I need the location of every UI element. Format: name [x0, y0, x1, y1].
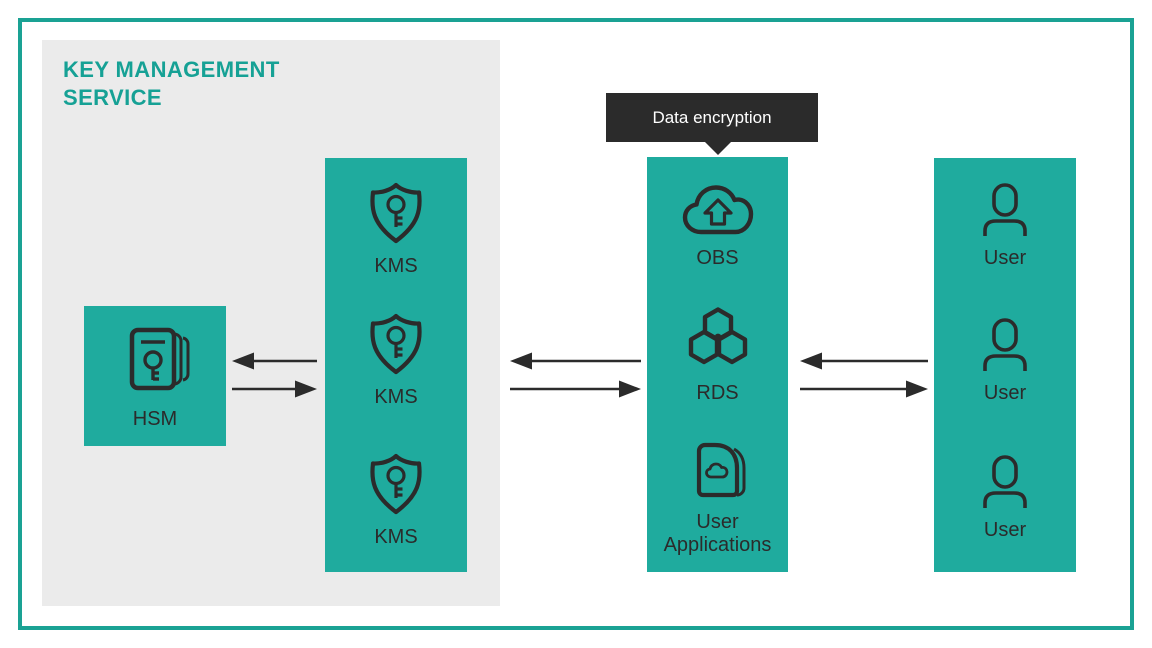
data-encryption-label: Data encryption	[652, 107, 772, 127]
arrow-right-icon	[800, 380, 928, 398]
callout-pointer-icon	[705, 142, 731, 155]
document-cloud-icon	[687, 441, 749, 506]
user-label: User	[983, 382, 1027, 404]
obs-label: OBS	[696, 247, 739, 269]
user-node: User	[934, 318, 1076, 405]
kms-node: KMS	[325, 452, 467, 549]
arrows-kms-services	[510, 350, 641, 400]
arrows-hsm-kms	[232, 350, 317, 400]
arrows-services-users	[800, 350, 928, 400]
person-icon	[979, 183, 1031, 242]
cloud-upload-icon	[681, 183, 755, 242]
kms-node: KMS	[325, 181, 467, 278]
user-label: User	[983, 519, 1027, 541]
rds-label: RDS	[696, 382, 739, 404]
services-column: OBS RDS User Applications	[647, 157, 788, 572]
rds-node: RDS	[647, 306, 788, 405]
hsm-box: HSM	[84, 306, 226, 446]
kms-label: KMS	[374, 386, 418, 408]
obs-node: OBS	[647, 183, 788, 270]
users-column: User User User	[934, 158, 1076, 572]
panel-title: KEY MANAGEMENT SERVICE	[63, 57, 280, 110]
user-label: User	[983, 247, 1027, 269]
hsm-label: HSM	[132, 408, 178, 430]
user-node: User	[934, 455, 1076, 542]
user-node: User	[934, 183, 1076, 270]
hsm-card-key-icon	[114, 320, 196, 403]
kms-column: KMS KMS	[325, 158, 467, 572]
arrow-left-icon	[800, 352, 928, 370]
kms-label: KMS	[374, 255, 418, 277]
hexagon-cluster-icon	[680, 306, 756, 377]
shield-key-icon	[365, 181, 427, 250]
hsm-node: HSM	[84, 320, 226, 431]
shield-key-icon	[365, 312, 427, 381]
shield-key-icon	[365, 452, 427, 521]
arrow-right-icon	[510, 380, 641, 398]
person-icon	[979, 318, 1031, 377]
kms-node: KMS	[325, 312, 467, 409]
user-applications-node: User Applications	[647, 441, 788, 557]
person-icon	[979, 455, 1031, 514]
arrow-right-icon	[232, 380, 317, 398]
arrow-left-icon	[232, 352, 317, 370]
arrow-left-icon	[510, 352, 641, 370]
data-encryption-callout: Data encryption	[606, 93, 818, 155]
user-applications-label: User Applications	[663, 511, 772, 556]
kms-label: KMS	[374, 526, 418, 548]
